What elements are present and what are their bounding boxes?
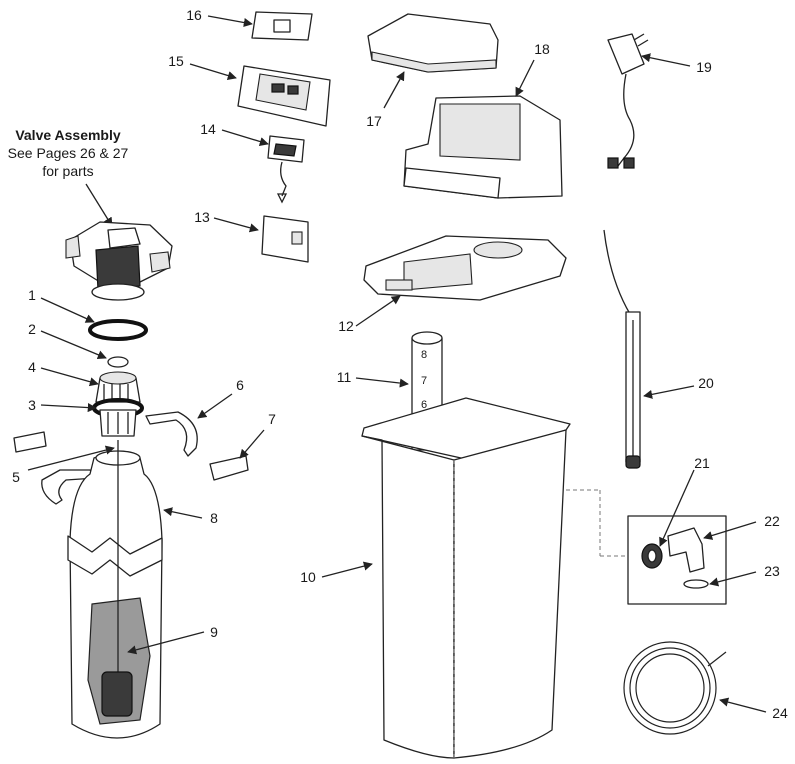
retaining-clip-left bbox=[13, 431, 47, 453]
valve-assembly-title: Valve Assembly bbox=[15, 127, 121, 143]
retaining-clip-right bbox=[209, 455, 249, 481]
distributor-screen bbox=[95, 371, 141, 403]
callout-2: 2 bbox=[28, 321, 36, 337]
clamp-half-left bbox=[41, 469, 97, 505]
brine-cabinet bbox=[361, 397, 628, 759]
callout-13: 13 bbox=[194, 209, 210, 225]
callout-11: 11 bbox=[337, 369, 352, 385]
callout-12: 12 bbox=[338, 318, 354, 334]
callout-16: 16 bbox=[186, 7, 202, 23]
cabinet-cover bbox=[403, 95, 563, 199]
callout-3: 3 bbox=[28, 397, 36, 413]
callout-21: 21 bbox=[694, 455, 710, 471]
valve-assembly-illustration bbox=[65, 221, 173, 301]
callout-24: 24 bbox=[772, 705, 788, 721]
callout-14: 14 bbox=[200, 121, 216, 137]
salt-lid bbox=[367, 13, 499, 73]
callout-4: 4 bbox=[28, 359, 36, 375]
circuit-board bbox=[267, 135, 305, 204]
valve-platform bbox=[363, 235, 567, 301]
tube-mark-7: 7 bbox=[421, 375, 427, 387]
callout-6: 6 bbox=[236, 377, 244, 393]
callout-15: 15 bbox=[168, 53, 184, 69]
callout-5: 5 bbox=[12, 469, 20, 485]
callout-17: 17 bbox=[366, 113, 382, 129]
tube-mark-6: 6 bbox=[421, 399, 427, 411]
valve-assembly-pages: See Pages 26 & 27 bbox=[8, 145, 129, 161]
callout-9: 9 bbox=[210, 624, 218, 640]
callout-19: 19 bbox=[696, 59, 712, 75]
callout-18: 18 bbox=[534, 41, 550, 57]
callout-10: 10 bbox=[300, 569, 316, 585]
power-adapter bbox=[607, 33, 649, 169]
callout-1: 1 bbox=[28, 287, 36, 303]
adapter-ring bbox=[92, 398, 144, 437]
transformer-box bbox=[261, 215, 309, 263]
mineral-tank bbox=[67, 440, 163, 739]
tube-mark-8: 8 bbox=[421, 349, 427, 361]
o-ring-small bbox=[107, 356, 129, 368]
o-ring-large bbox=[88, 319, 148, 341]
drain-tubing-coil bbox=[623, 641, 727, 735]
clamp-half-right bbox=[145, 411, 198, 457]
overflow-fitting-box bbox=[627, 515, 727, 605]
control-faceplate bbox=[237, 65, 331, 127]
brine-valve-assembly bbox=[603, 229, 641, 469]
callout-22: 22 bbox=[764, 513, 780, 529]
valve-assembly-parts: for parts bbox=[42, 163, 93, 179]
label-sticker bbox=[251, 11, 313, 41]
callout-20: 20 bbox=[698, 375, 714, 391]
callout-23: 23 bbox=[764, 563, 780, 579]
callout-7: 7 bbox=[268, 411, 276, 427]
callout-8: 8 bbox=[210, 510, 218, 526]
